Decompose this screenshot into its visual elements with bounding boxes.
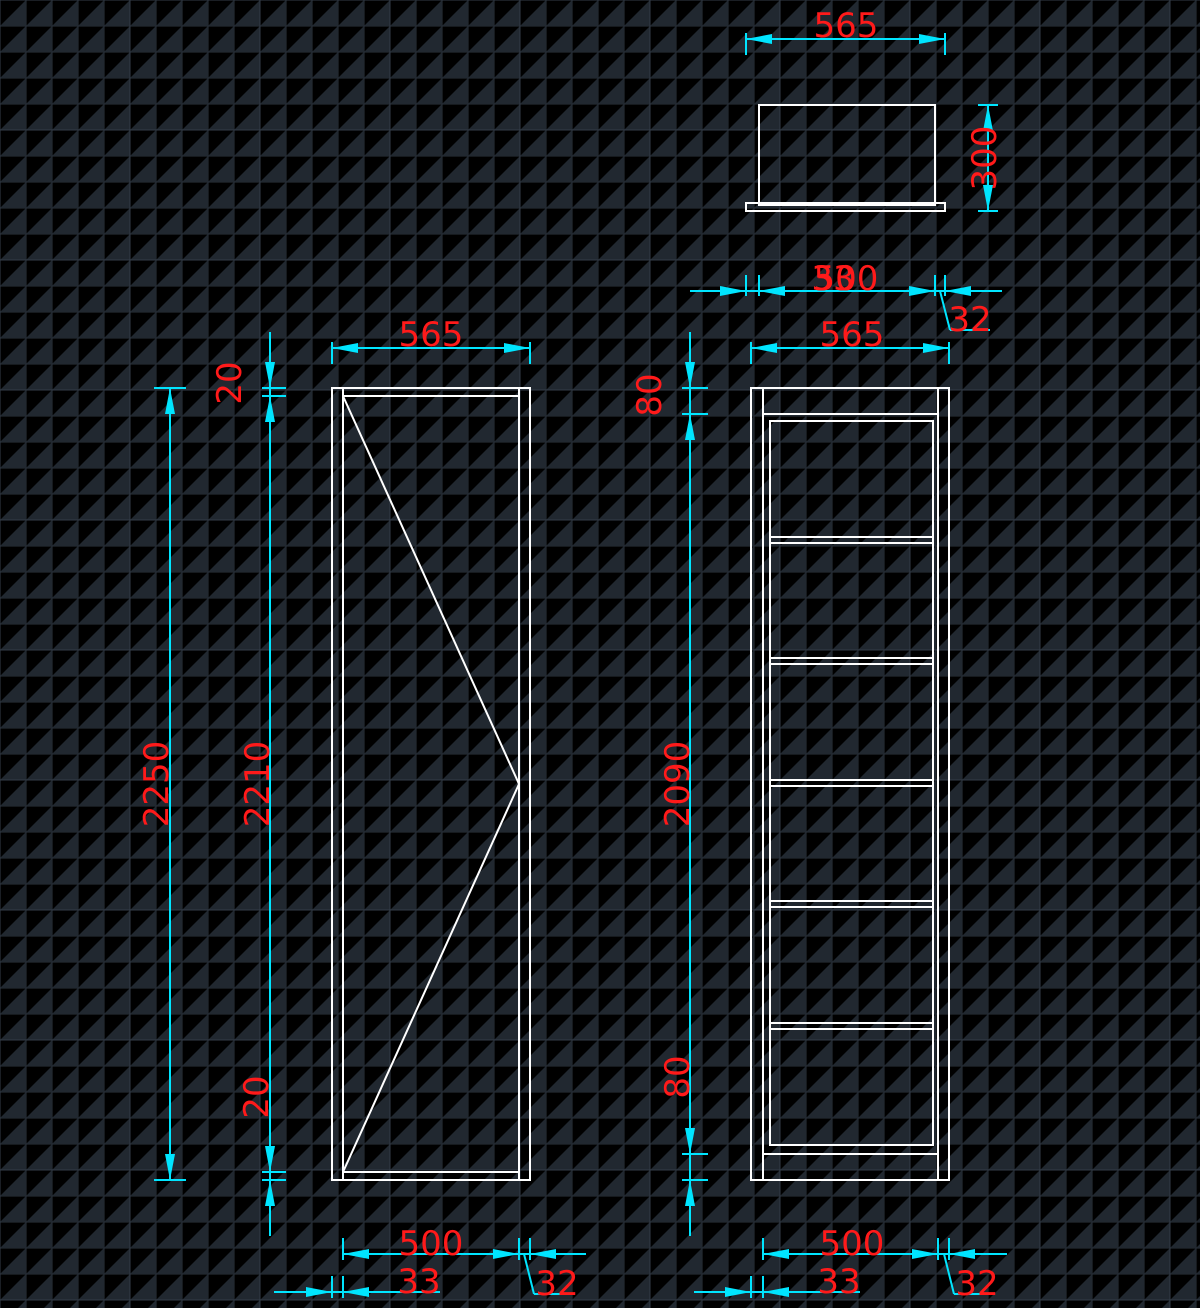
left-elevation <box>331 387 531 1181</box>
dimension-texts: 565 300 500 33 32 565 2250 2210 20 20 50… <box>137 6 1005 1304</box>
dimension-arrow <box>685 414 695 440</box>
dimension-arrow <box>945 286 971 296</box>
right-carcass <box>762 413 939 1155</box>
dim-left-bottom-left: 33 <box>397 1262 440 1302</box>
dim-left-bottom-right: 32 <box>535 1264 578 1304</box>
right-inner-panel <box>769 420 934 1146</box>
dimension-arrow <box>265 396 275 422</box>
dimension-arrow <box>919 34 945 44</box>
dimension-arrow <box>306 1287 332 1297</box>
dimension-arrow <box>493 1249 519 1259</box>
shelves <box>770 536 933 1030</box>
dim-right-bottom-gap: 80 <box>658 1055 698 1098</box>
dimension-arrow <box>265 1146 275 1172</box>
right-outer-frame <box>750 387 950 1181</box>
dimension-arrow <box>759 286 785 296</box>
dim-right-bottom-right: 32 <box>955 1264 998 1304</box>
dim-top-view-width: 565 <box>814 6 879 46</box>
dimension-arrow <box>332 343 358 353</box>
left-outer-frame <box>331 387 531 1181</box>
dimension-arrow <box>265 1180 275 1206</box>
dimension-line <box>943 1253 955 1295</box>
right-elevation <box>750 387 950 1181</box>
dimension-arrow <box>751 343 777 353</box>
dim-right-bottom-left: 33 <box>817 1262 860 1302</box>
dimension-arrow <box>343 1249 369 1259</box>
dimension-arrow <box>504 343 530 353</box>
dimension-arrow <box>983 105 993 131</box>
dimension-arrow <box>983 185 993 211</box>
dimension-arrow <box>343 1287 369 1297</box>
dimension-arrow <box>912 1249 938 1259</box>
dimension-arrow <box>165 388 175 414</box>
dim-left-bottom-gap: 20 <box>237 1075 277 1118</box>
dimension-line <box>939 290 951 331</box>
dim-top-view-bottom-c: 32 <box>948 300 991 340</box>
dimension-arrow <box>725 1287 751 1297</box>
dim-right-inner-height: 2090 <box>658 741 698 828</box>
dim-right-bottom-inner: 500 <box>820 1224 885 1264</box>
door-swing-indicator <box>342 395 521 1173</box>
dimension-arrow <box>265 362 275 388</box>
dim-top-view-depth: 300 <box>965 126 1005 191</box>
dim-top-view-bottom-b: 33 <box>811 259 854 299</box>
dimension-arrow <box>909 286 935 296</box>
dimension-arrow <box>763 1287 789 1297</box>
dim-left-top-gap: 20 <box>210 361 250 404</box>
dimension-arrow <box>530 1249 556 1259</box>
dim-left-width: 565 <box>399 315 464 355</box>
dimension-arrow <box>763 1249 789 1259</box>
dimension-arrow <box>720 286 746 296</box>
dim-left-inner-height: 2210 <box>238 741 278 828</box>
dimension-arrow <box>746 34 772 44</box>
dim-left-total-height: 2250 <box>137 741 177 828</box>
dim-left-bottom-inner: 500 <box>399 1224 464 1264</box>
dimension-arrow <box>949 1249 975 1259</box>
top-view <box>745 104 946 212</box>
dimension-line <box>523 1253 535 1295</box>
dimension-arrow <box>685 1128 695 1154</box>
dim-top-view-bottom-a: 500 <box>814 259 879 299</box>
dimension-arrow <box>685 362 695 388</box>
dim-right-top-gap: 80 <box>630 373 670 416</box>
dim-right-width: 565 <box>820 315 885 355</box>
top-view-base <box>745 202 946 212</box>
dimension-arrow <box>685 1180 695 1206</box>
dimension-lines <box>154 33 1007 1298</box>
top-view-body <box>758 104 936 206</box>
dimension-arrow <box>165 1154 175 1180</box>
dimension-arrow <box>923 343 949 353</box>
